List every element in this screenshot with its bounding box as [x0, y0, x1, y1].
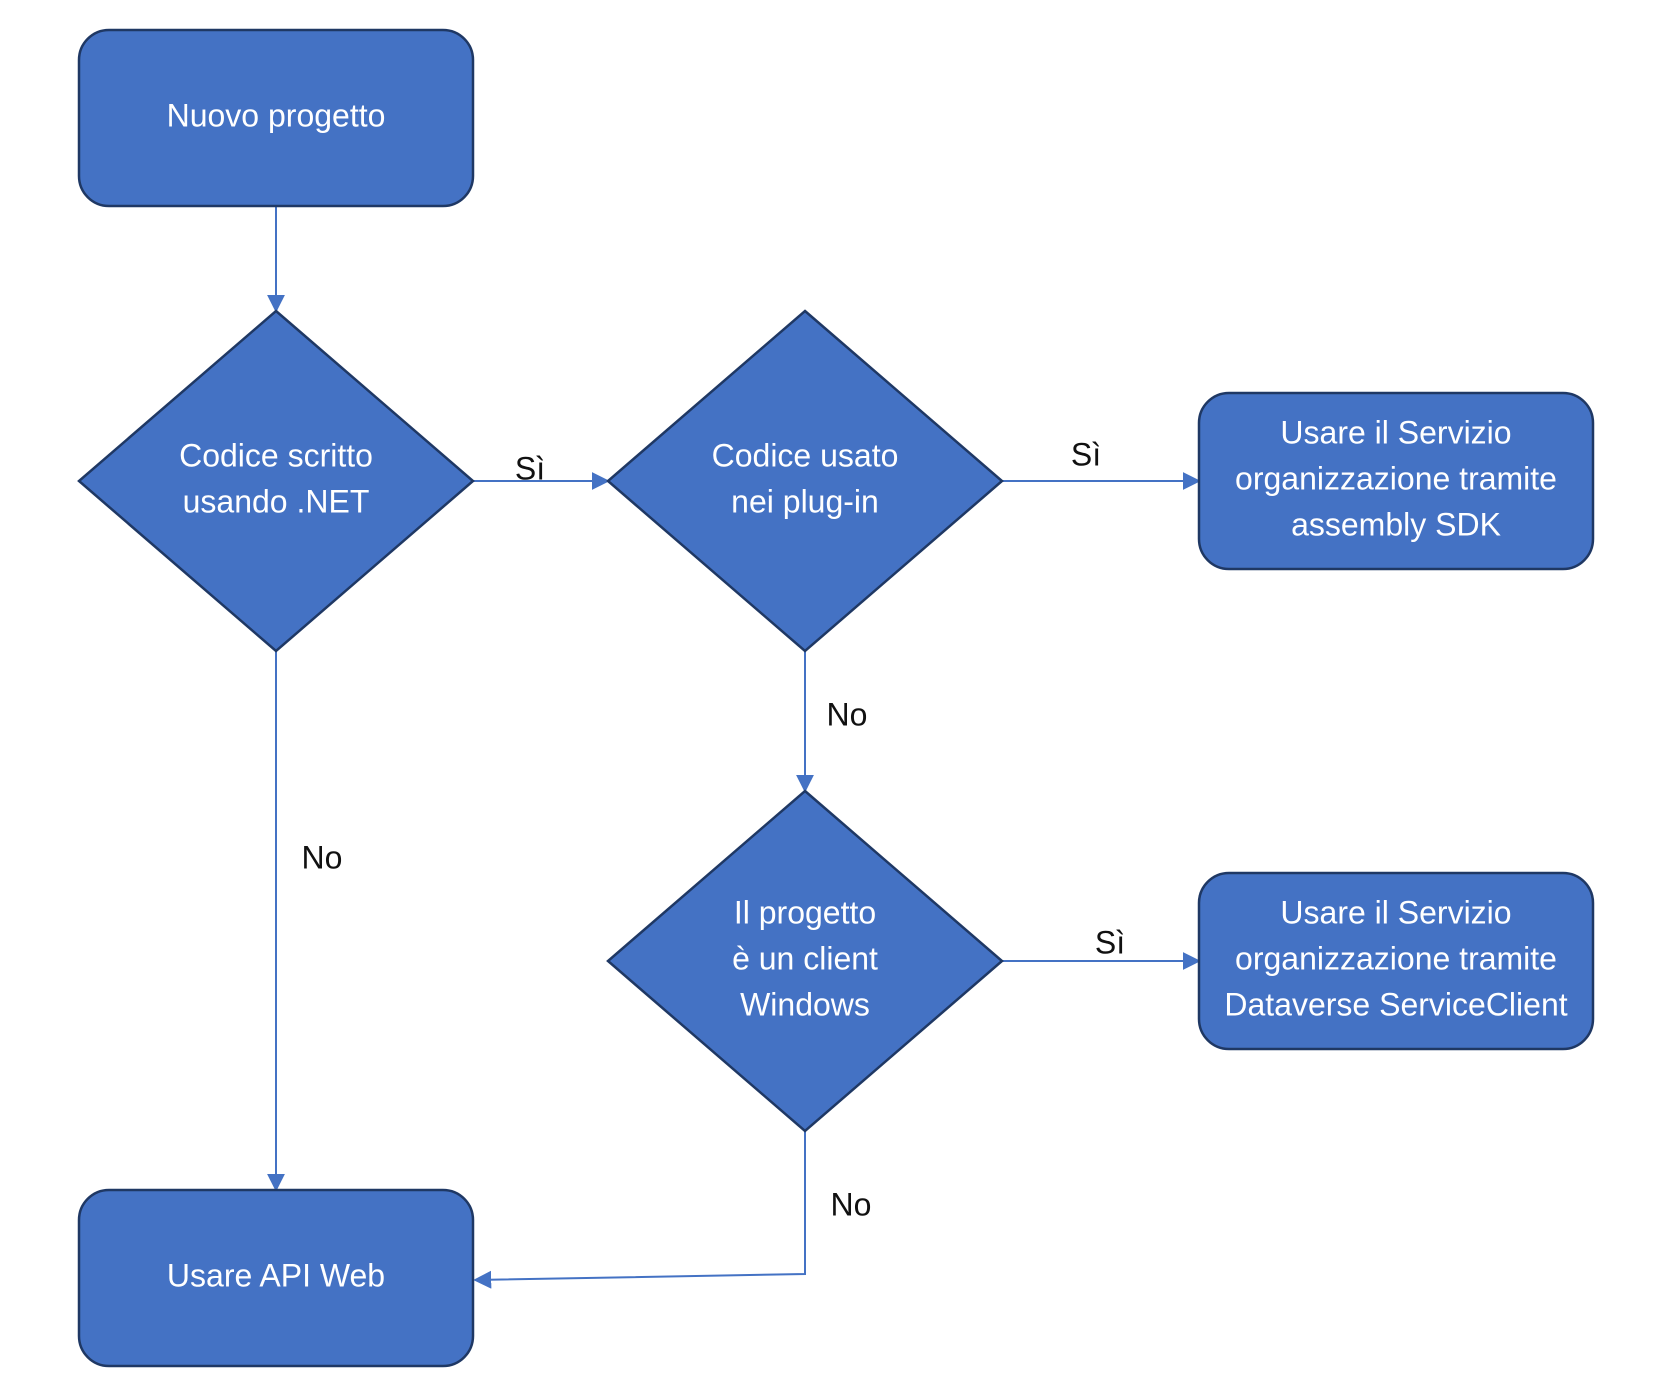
node-label-line: Usare il Servizio [1280, 894, 1511, 930]
node-label-line: Codice scritto [179, 437, 373, 473]
node-result-serviceclient: Usare il Servizio organizzazione tramiteD… [1197, 871, 1595, 1051]
connectors [267, 206, 1201, 1289]
node-decision-dotnet: Codice scritto usando .NET [77, 309, 475, 653]
process-box [1197, 871, 1595, 1051]
edge-label-decision-plugin-to-decision-windows: No [827, 696, 868, 732]
node-label-line: Windows [740, 986, 870, 1022]
node-label-line: Usare il Servizio [1280, 414, 1511, 450]
connector-decision-windows-to-result-webapi [473, 1131, 806, 1289]
decision-diamond [606, 309, 1004, 653]
edge-label-decision-dotnet-to-decision-plugin: Sì [515, 450, 545, 486]
node-start: Nuovo progetto [77, 28, 475, 208]
process-box [77, 28, 475, 208]
process-box [1197, 391, 1595, 571]
node-label-line: Dataverse ServiceClient [1224, 986, 1567, 1022]
node-label-line: assembly SDK [1291, 506, 1501, 542]
node-label-line: nei plug-in [731, 483, 879, 519]
process-box [77, 1188, 475, 1368]
node-result-webapi: Usare API Web [77, 1188, 475, 1368]
node-label-line: usando .NET [183, 483, 370, 519]
node-label-line: Nuovo progetto [167, 97, 386, 133]
edge-label-decision-windows-to-result-serviceclient: Sì [1095, 924, 1125, 960]
node-label-line: Codice usato [712, 437, 899, 473]
decision-diamond [606, 789, 1004, 1133]
node-label-line: è un client [732, 940, 878, 976]
edge-label-decision-dotnet-to-result-webapi: No [302, 839, 343, 875]
decision-diamond [77, 309, 475, 653]
node-result-sdk: Usare il Servizio organizzazione tramite a… [1197, 391, 1595, 571]
node-label-line: organizzazione tramite [1235, 460, 1557, 496]
node-label-line: Usare API Web [167, 1257, 385, 1293]
node-label-line: organizzazione tramite [1235, 940, 1557, 976]
edge-label-decision-plugin-to-result-sdk: Sì [1071, 436, 1101, 472]
node-label-line: Il progetto [734, 894, 876, 930]
node-decision-plugin: Codice usato nei plug-in [606, 309, 1004, 653]
edge-label-decision-windows-to-result-webapi: No [831, 1186, 872, 1222]
